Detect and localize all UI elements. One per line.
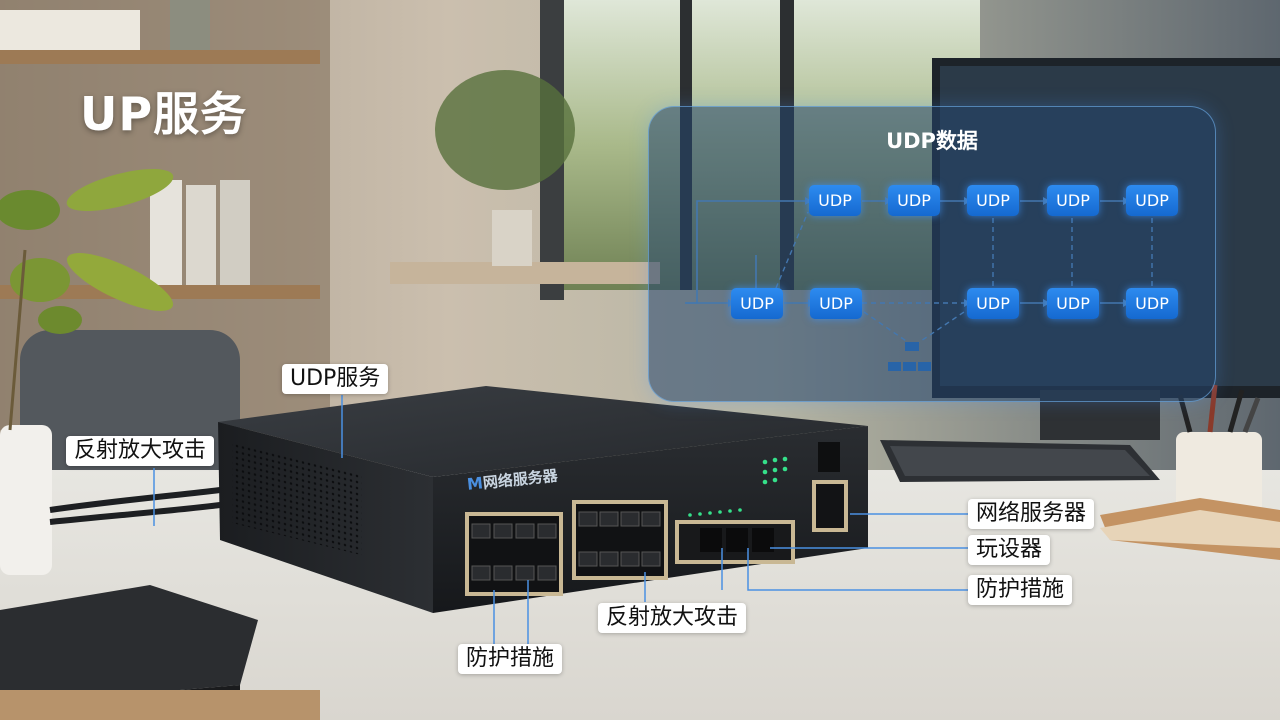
diagram-title: UDP数据 [886, 129, 978, 153]
callout-reflection-attack-bottom: 反射放大攻击 [598, 603, 747, 633]
udp-node: UDP [967, 185, 1019, 216]
brand-logo-icon: M [466, 473, 484, 494]
page-title: UP服务 [80, 87, 248, 141]
udp-node: UDP [1126, 288, 1178, 319]
udp-node: UDP [967, 288, 1019, 319]
udp-node: UDP [1047, 185, 1099, 216]
callout-network-server: 网络服务器 [968, 499, 1095, 529]
device-top [218, 386, 868, 477]
callout-udp-service: UDP服务 [282, 364, 389, 394]
udp-node: UDP [810, 288, 862, 319]
udp-node: UDP [731, 288, 783, 319]
callout-protection-bottom: 防护措施 [458, 644, 563, 674]
udp-node: UDP [888, 185, 940, 216]
callout-instrument: 玩设器 [968, 535, 1051, 565]
udp-node: UDP [1126, 185, 1178, 216]
udp-node: UDP [809, 185, 861, 216]
udp-data-diagram-panel: UDP数据 [648, 106, 1216, 402]
callout-reflection-attack-left: 反射放大攻击 [66, 436, 215, 466]
udp-node: UDP [1047, 288, 1099, 319]
callout-protection-right: 防护措施 [968, 575, 1073, 605]
